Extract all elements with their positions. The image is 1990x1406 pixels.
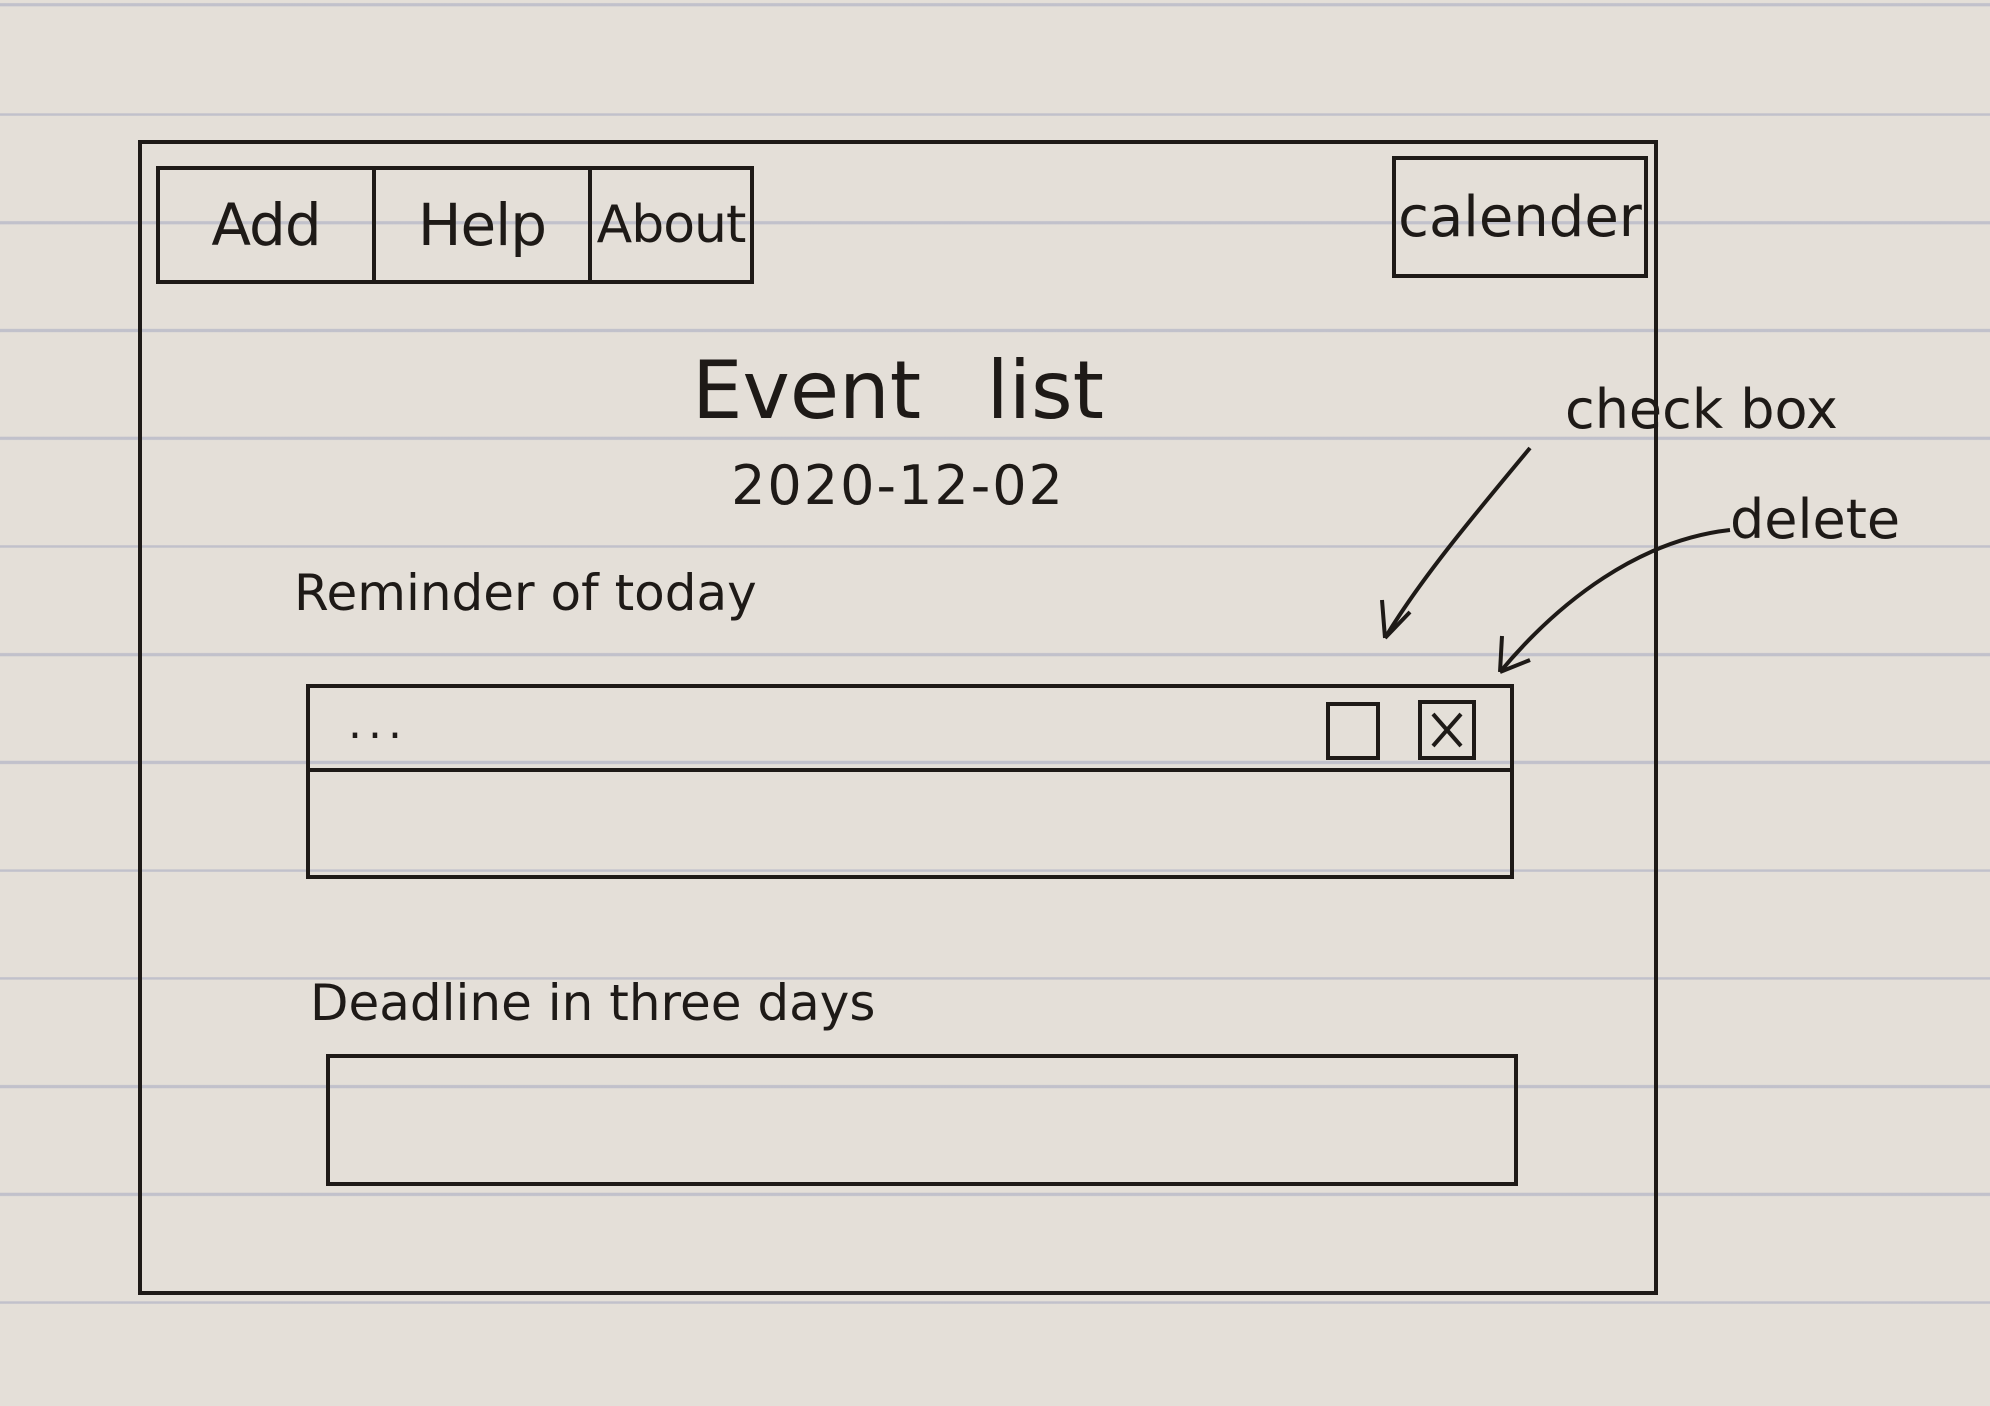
reminder-list: ...: [306, 684, 1514, 879]
checkbox-arrow-line: [1383, 446, 1532, 640]
close-icon: [1431, 712, 1463, 748]
reminder-text: ...: [348, 698, 408, 749]
deadline-heading: Deadline in three days: [310, 974, 876, 1032]
delete-button[interactable]: [1418, 700, 1476, 760]
reminder-heading: Reminder of today: [294, 564, 757, 622]
annotation-checkbox: check box: [1565, 378, 1838, 441]
annotation-delete: delete: [1730, 488, 1901, 551]
delete-arrow-line: [1498, 528, 1731, 674]
arrowhead-icon: [1498, 635, 1531, 674]
page-title: Event list: [691, 344, 1105, 437]
calendar-button[interactable]: calender: [1392, 156, 1648, 278]
menu-bar: Add Help About: [156, 166, 754, 284]
list-item: ...: [310, 688, 1510, 772]
menu-item-add[interactable]: Add: [160, 170, 376, 280]
deadline-list: [326, 1054, 1518, 1186]
page-date: 2020-12-02: [731, 454, 1065, 517]
checkbox[interactable]: [1326, 702, 1380, 760]
app-window: Add Help About calender Event list 2020-…: [138, 140, 1658, 1295]
menu-item-about[interactable]: About: [596, 195, 747, 255]
arrowhead-icon: [1380, 599, 1412, 640]
menu-item-help[interactable]: Help: [376, 170, 592, 280]
